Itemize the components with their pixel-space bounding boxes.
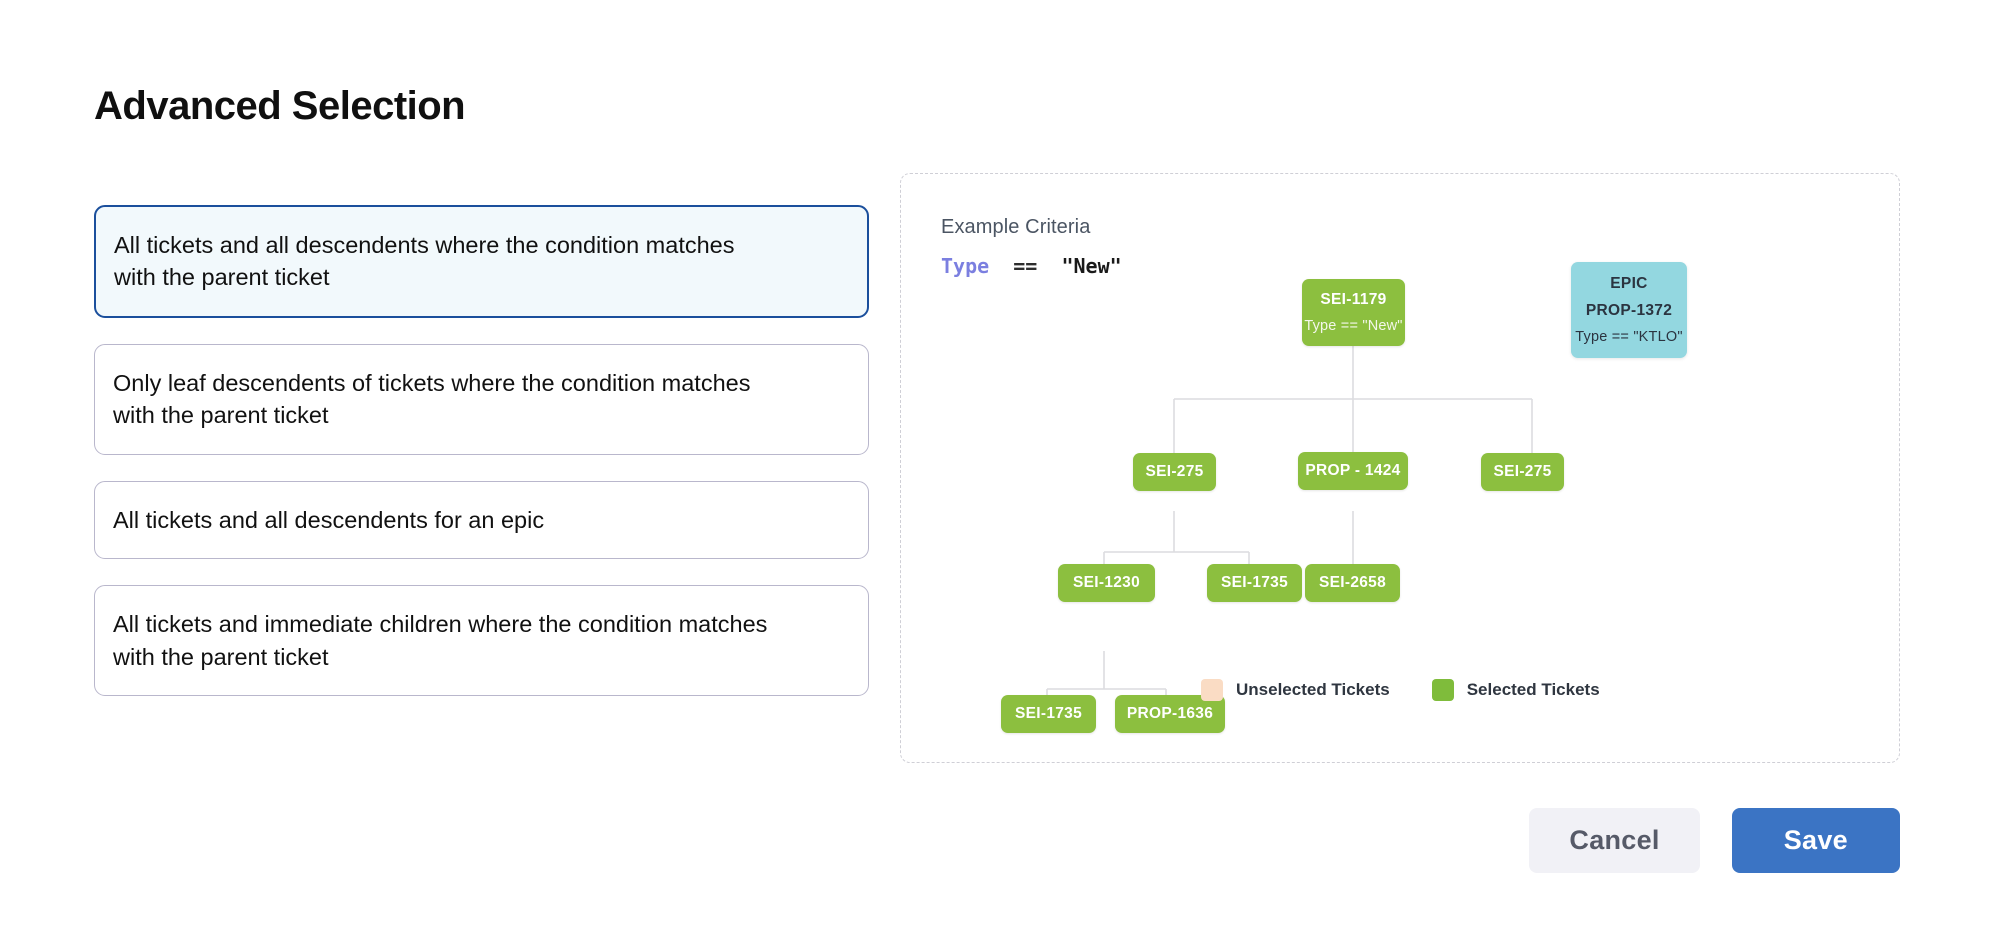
selected-swatch-icon — [1431, 679, 1454, 701]
option-card-leaf-descendents[interactable]: Only leaf descendents of tickets where t… — [94, 343, 869, 455]
epic-kind-label: EPIC — [1610, 275, 1648, 292]
tree-node-sei-1230[interactable]: SEI-1230 — [1058, 564, 1155, 602]
criteria-heading: Example Criteria — [941, 216, 1091, 238]
save-button[interactable]: Save — [1731, 808, 1900, 873]
tree-node-id: PROP-1372 — [1585, 302, 1673, 319]
criteria-key: Type — [941, 254, 990, 278]
tree-node-condition: Type == "KTLO" — [1575, 329, 1683, 345]
selection-options-list: All tickets and all descendents where th… — [94, 205, 869, 696]
tree-node-id: SEI-275 — [1145, 463, 1204, 480]
ticket-hierarchy-tree: SEI-1179 Type == "New" EPIC PROP-1372 Ty… — [901, 174, 1899, 762]
tree-node-epic[interactable]: EPIC PROP-1372 Type == "KTLO" — [1571, 262, 1687, 358]
diagram-legend: Unselected Tickets Selected Tickets — [1201, 679, 1600, 701]
tree-node-id: SEI-1735 — [1220, 574, 1289, 591]
tree-node-id: SEI-275 — [1493, 463, 1552, 480]
cancel-button[interactable]: Cancel — [1529, 808, 1700, 873]
unselected-swatch-icon — [1201, 679, 1223, 701]
legend-label: Unselected Tickets — [1236, 680, 1390, 699]
tree-node-id: PROP - 1424 — [1305, 462, 1401, 479]
page-title: Advanced Selection — [94, 83, 466, 128]
criteria-expression: Type == "New" — [941, 254, 1122, 278]
option-label: All tickets and immediate children where… — [113, 611, 768, 670]
example-diagram-panel: Example Criteria Type == "New" — [900, 173, 1900, 763]
legend-item-selected: Selected Tickets — [1431, 679, 1600, 701]
tree-node-id: PROP-1636 — [1126, 705, 1214, 722]
tree-node-prop-1636[interactable]: PROP-1636 — [1115, 695, 1225, 733]
option-card-immediate-children[interactable]: All tickets and immediate children where… — [94, 585, 869, 696]
legend-label: Selected Tickets — [1466, 680, 1600, 699]
tree-node-condition: Type == "New" — [1304, 318, 1403, 334]
legend-item-unselected: Unselected Tickets — [1201, 679, 1390, 701]
tree-node-id: SEI-1179 — [1320, 291, 1387, 308]
option-label: Only leaf descendents of tickets where t… — [113, 369, 751, 429]
criteria-value: "New" — [1061, 254, 1122, 278]
tree-node-prop-1424[interactable]: PROP - 1424 — [1298, 452, 1408, 490]
option-card-all-descendents[interactable]: All tickets and all descendents where th… — [94, 205, 869, 318]
option-label: All tickets and all descendents where th… — [114, 232, 735, 291]
option-card-epic-descendents[interactable]: All tickets and all descendents for an e… — [94, 480, 869, 560]
tree-node-id: SEI-1230 — [1072, 574, 1141, 591]
criteria-operator: == — [1013, 254, 1038, 278]
tree-node-id: SEI-2658 — [1318, 574, 1387, 591]
tree-node-id: SEI-1735 — [1014, 705, 1083, 722]
tree-node-root[interactable]: SEI-1179 Type == "New" — [1302, 279, 1405, 346]
tree-node-sei-1735-leaf[interactable]: SEI-1735 — [1001, 695, 1096, 733]
dialog-footer: Cancel Save — [1529, 808, 1900, 873]
tree-node-sei-275-right[interactable]: SEI-275 — [1481, 453, 1564, 491]
tree-node-sei-275-left[interactable]: SEI-275 — [1133, 453, 1216, 491]
tree-node-sei-1735-mid[interactable]: SEI-1735 — [1207, 564, 1302, 602]
tree-node-sei-2658[interactable]: SEI-2658 — [1305, 564, 1400, 602]
option-label: All tickets and all descendents for an e… — [113, 506, 545, 533]
